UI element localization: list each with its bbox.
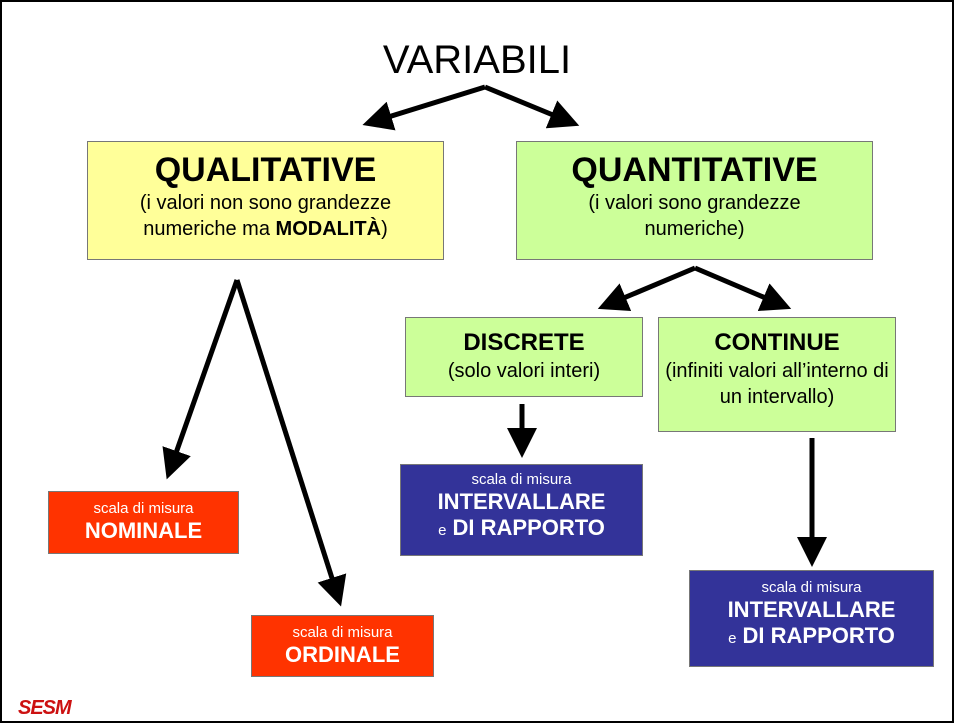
intervallare-continue-small-label: scala di misura — [761, 579, 862, 596]
continue-desc-line2: un intervallo) — [719, 386, 835, 408]
sesm-logo: SESM — [18, 697, 72, 719]
qualitative-box: QUALITATIVE (i valori non sono grandezze… — [87, 141, 444, 260]
arrow-to-nominale — [162, 279, 240, 480]
ordinale-box: scala di misura ORDINALE — [251, 615, 434, 677]
continue-heading: CONTINUE — [714, 329, 840, 356]
arrow-to-discrete — [597, 265, 696, 312]
diagram-title: VARIABILI — [382, 38, 572, 82]
nominale-small-label: scala di misura — [93, 500, 194, 517]
intervallare-discrete-line1: INTERVALLARE — [437, 489, 606, 514]
quantitative-desc-line1: (i valori sono grandezze — [588, 192, 801, 214]
intervallare-continue-box: scala di misura INTERVALLARE e DI RAPPOR… — [689, 570, 934, 667]
modalita-emphasis: MODALITÀ — [275, 218, 382, 240]
intervallare-continue-line2: e DI RAPPORTO — [728, 623, 895, 648]
qualitative-desc-line1: (i valori non sono grandezze — [139, 192, 392, 214]
quantitative-box: QUANTITATIVE (i valori sono grandezze nu… — [516, 141, 873, 260]
intervallare-discrete-box: scala di misura INTERVALLARE e DI RAPPOR… — [400, 464, 643, 556]
arrow-to-ordinale — [234, 279, 347, 607]
nominale-label: NOMINALE — [84, 518, 203, 543]
quantitative-desc-line2: numeriche) — [644, 218, 745, 240]
arrow-to-qualitative — [362, 84, 486, 131]
qualitative-heading: QUALITATIVE — [154, 151, 377, 189]
ordinale-small-label: scala di misura — [292, 624, 393, 641]
arrow-to-quantitative — [484, 84, 580, 129]
ordinale-label: ORDINALE — [285, 642, 400, 667]
intervallare-discrete-line2: e DI RAPPORTO — [438, 515, 605, 540]
discrete-desc: (solo valori interi) — [447, 360, 601, 382]
continue-desc-line1: (infiniti valori all’interno di — [665, 360, 889, 382]
intervallare-continue-line1: INTERVALLARE — [727, 597, 896, 622]
continue-box: CONTINUE (infiniti valori all’interno di… — [658, 317, 896, 432]
qualitative-desc-line2: numeriche ma MODALITÀ) — [143, 218, 388, 240]
intervallare-discrete-small-label: scala di misura — [471, 471, 572, 488]
nominale-box: scala di misura NOMINALE — [48, 491, 239, 554]
quantitative-heading: QUANTITATIVE — [571, 151, 818, 189]
arrow-to-continue — [694, 265, 792, 311]
discrete-box: DISCRETE (solo valori interi) — [405, 317, 643, 397]
discrete-heading: DISCRETE — [463, 329, 585, 356]
